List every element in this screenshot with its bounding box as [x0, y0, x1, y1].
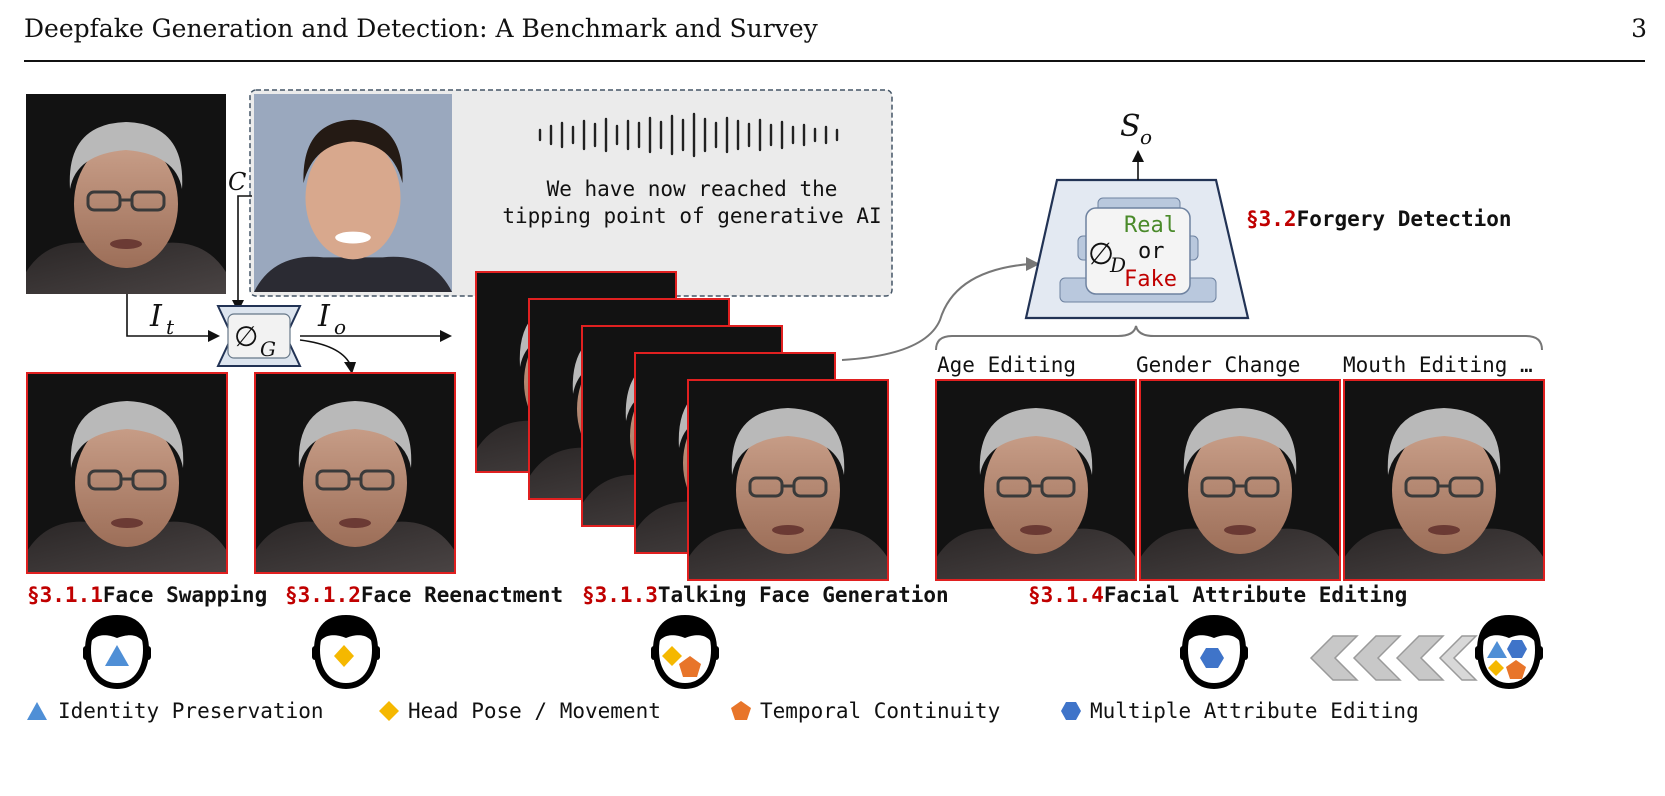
- speech-text-line1: We have now reached the: [547, 177, 838, 201]
- forgery-detection-label: §3.2Forgery Detection: [1246, 207, 1512, 231]
- io-label-sub: o: [334, 315, 346, 339]
- face-reenactment-image: [255, 373, 455, 573]
- it-label-sub: t: [166, 315, 175, 339]
- head-icon-attribute-editing: [1180, 616, 1248, 686]
- editing-label-gender: Gender Change: [1136, 353, 1300, 377]
- phi-g-main: ∅: [234, 320, 258, 353]
- condition-label: C: [228, 168, 246, 196]
- section-label-attribute-editing: §3.1.4Facial Attribute Editing: [1028, 583, 1407, 607]
- so-label-main: S: [1120, 109, 1141, 144]
- detector-fake: Fake: [1124, 267, 1177, 292]
- head-icon-combined: [1475, 616, 1543, 686]
- editing-brace: [935, 325, 1543, 351]
- legend-label-multi-attr: Multiple Attribute Editing: [1090, 699, 1419, 723]
- so-label-sub: o: [1140, 125, 1152, 149]
- legend: Identity Preservation Head Pose / Moveme…: [27, 699, 1419, 723]
- io-label-main: I: [317, 299, 331, 334]
- head-icon-face-swap: [83, 616, 151, 686]
- reenact-arrow: [299, 339, 351, 365]
- condition-arrow: [237, 195, 252, 302]
- audio-waveform-icon: [538, 112, 839, 158]
- editing-label-age: Age Editing: [937, 353, 1076, 377]
- hexagon-icon: [1061, 702, 1081, 720]
- detector-block: [1024, 178, 1250, 320]
- head-icon-reenactment: [312, 616, 380, 686]
- phi-d-sub: D: [1109, 253, 1126, 277]
- editing-label-mouth: Mouth Editing …: [1343, 353, 1533, 377]
- section-label-face-swap: §3.1.1Face Swapping: [27, 583, 267, 607]
- it-label-main: I: [149, 299, 163, 334]
- pentagon-icon: [731, 701, 751, 720]
- section-label-reenactment: §3.1.2Face Reenactment: [285, 583, 563, 607]
- section-label-talking-face: §3.1.3Talking Face Generation: [582, 583, 949, 607]
- forgery-detection-sec: §3.2: [1246, 207, 1297, 231]
- mouth-editing-image: [1344, 380, 1544, 580]
- forgery-detection-text: Forgery Detection: [1297, 207, 1512, 231]
- page-header-title: Deepfake Generation and Detection: A Ben…: [24, 14, 818, 43]
- chevron-left-icon: [1309, 635, 1478, 681]
- source-face-image: [26, 94, 226, 294]
- legend-label-temporal: Temporal Continuity: [760, 699, 1000, 723]
- gender-change-image: [1140, 380, 1340, 580]
- to-detector-arrow: [841, 263, 1031, 361]
- diamond-icon: [379, 701, 399, 721]
- page-number: 3: [1631, 14, 1647, 43]
- legend-label-head-pose: Head Pose / Movement: [408, 699, 661, 723]
- driving-identity-image: [254, 94, 452, 292]
- input-arrow: [126, 294, 210, 337]
- generator-block: [216, 305, 302, 367]
- speech-text-line2: tipping point of generative AI: [502, 204, 881, 228]
- age-editing-image: [936, 380, 1136, 580]
- detector-real: Real: [1124, 213, 1177, 238]
- face-swap-image: [27, 373, 227, 573]
- triangle-icon: [27, 702, 47, 720]
- legend-label-identity: Identity Preservation: [58, 699, 324, 723]
- detector-or: or: [1138, 239, 1165, 264]
- header-rule: [24, 60, 1645, 62]
- phi-g-sub: G: [260, 337, 276, 361]
- talking-face-frames: [475, 271, 889, 581]
- head-icon-talking-face: [651, 616, 719, 686]
- phi-d-main: ∅: [1088, 237, 1114, 272]
